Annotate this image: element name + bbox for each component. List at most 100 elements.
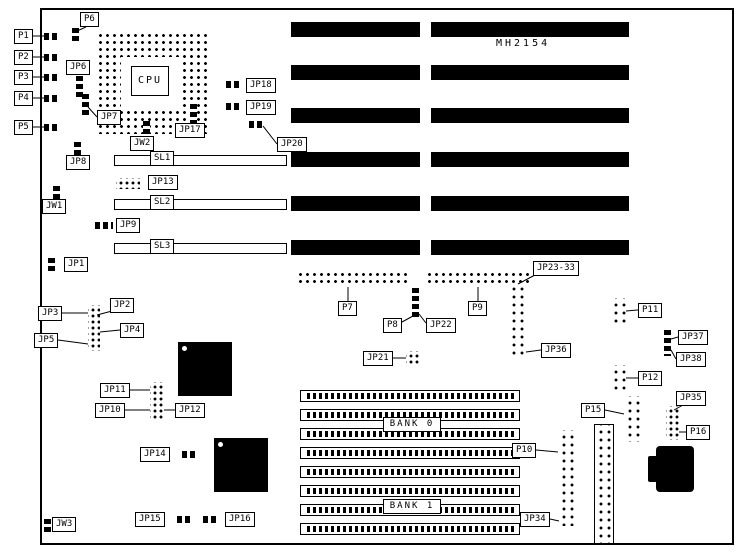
label-jp21: JP21 xyxy=(363,351,393,366)
label-jp38: JP38 xyxy=(676,352,706,367)
label-p2: P2 xyxy=(14,50,33,65)
label-jp10: JP10 xyxy=(95,403,125,418)
label-jp16: JP16 xyxy=(225,512,255,527)
label-jp35: JP35 xyxy=(676,391,706,406)
jp21-pins xyxy=(406,351,419,364)
simm-socket-1 xyxy=(300,390,520,402)
p6-pins xyxy=(72,28,79,41)
label-jp12: JP12 xyxy=(175,403,205,418)
jp15-pins xyxy=(177,516,190,523)
jp13-pins xyxy=(116,178,140,189)
isa-slot-4-right xyxy=(431,152,629,167)
label-p5: P5 xyxy=(14,120,33,135)
simm-socket-8 xyxy=(300,523,520,535)
ic-chip-2 xyxy=(214,438,268,492)
isa-slot-2-left xyxy=(291,65,420,80)
jp16-pins xyxy=(203,516,216,523)
label-jp18: JP18 xyxy=(246,78,276,93)
p3-pins xyxy=(44,74,57,81)
label-jp6: JP6 xyxy=(66,60,91,75)
label-p3: P3 xyxy=(14,70,33,85)
keyboard-connector xyxy=(656,446,694,492)
label-p15: P15 xyxy=(581,403,606,418)
label-jp37: JP37 xyxy=(678,330,708,345)
label-bank0: BANK 0 xyxy=(383,417,441,432)
label-jp34: JP34 xyxy=(520,512,550,527)
jp6-pins xyxy=(76,76,83,97)
p4-pins xyxy=(44,95,57,102)
label-jp9: JP9 xyxy=(116,218,141,233)
jp23-33-header xyxy=(508,282,526,358)
label-sl1: SL1 xyxy=(150,151,175,166)
jw1-pins xyxy=(53,186,60,199)
label-jp19: JP19 xyxy=(246,100,276,115)
isa-slot-2-right xyxy=(431,65,629,80)
sl3-slot xyxy=(114,243,287,254)
p10-header xyxy=(558,430,574,526)
isa-slot-6-left xyxy=(291,240,420,255)
label-p11: P11 xyxy=(638,303,663,318)
isa-slot-5-left xyxy=(291,196,420,211)
p8-jp22-pins xyxy=(412,288,419,318)
label-jp36: JP36 xyxy=(541,343,571,358)
jp20-pins xyxy=(249,121,265,128)
label-p9: P9 xyxy=(468,301,487,316)
label-jp2: JP2 xyxy=(110,298,135,313)
label-jp4: JP4 xyxy=(120,323,145,338)
isa-slot-6-right xyxy=(431,240,629,255)
jp19-pins xyxy=(226,103,239,110)
sl2-slot xyxy=(114,199,287,210)
isa-slot-1-left xyxy=(291,22,420,37)
jp8-pins xyxy=(74,142,81,155)
jp17-pins xyxy=(190,104,197,123)
label-jp5: JP5 xyxy=(34,333,59,348)
jp18-pins xyxy=(226,81,239,88)
label-jw1: JW1 xyxy=(42,199,67,214)
label-p4: P4 xyxy=(14,91,33,106)
label-jp17: JP17 xyxy=(175,123,205,138)
label-p10: P10 xyxy=(512,443,537,458)
label-jp7: JP7 xyxy=(97,110,122,125)
p1-pins xyxy=(44,33,57,40)
part-number: MH2154 xyxy=(496,38,551,49)
label-sl3: SL3 xyxy=(150,239,175,254)
label-p7: P7 xyxy=(338,301,357,316)
isa-slot-5-right xyxy=(431,196,629,211)
jp1-pins xyxy=(48,258,55,271)
label-jp23-33: JP23-33 xyxy=(533,261,579,276)
label-jp1: JP1 xyxy=(64,257,89,272)
simm-socket-4 xyxy=(300,447,520,459)
p15-header xyxy=(624,396,640,442)
simm-socket-6 xyxy=(300,485,520,497)
isa-slot-3-right xyxy=(431,108,629,123)
label-jp20: JP20 xyxy=(277,137,307,152)
label-jp22: JP22 xyxy=(426,318,456,333)
jp2-jp5-header xyxy=(88,305,100,351)
label-p16: P16 xyxy=(686,425,711,440)
label-p12: P12 xyxy=(638,371,663,386)
label-p8: P8 xyxy=(383,318,402,333)
jp10-jp12-header xyxy=(150,382,164,420)
jw3-pins xyxy=(44,519,51,532)
label-jp3: JP3 xyxy=(38,306,63,321)
label-jp15: JP15 xyxy=(135,512,165,527)
p5-pins xyxy=(44,124,57,131)
jp14-pins xyxy=(182,451,198,458)
label-p1: P1 xyxy=(14,29,33,44)
label-bank1: BANK 1 xyxy=(383,499,441,514)
simm-socket-5 xyxy=(300,466,520,478)
power-connector xyxy=(594,424,614,544)
label-p6: P6 xyxy=(80,12,99,27)
label-jp13: JP13 xyxy=(148,175,178,190)
p12-header xyxy=(610,365,626,391)
p2-pins xyxy=(44,54,57,61)
p7-header xyxy=(295,269,409,286)
p11-header xyxy=(610,298,626,324)
jp37-jp38-pins xyxy=(664,330,671,356)
cpu-label: CPU xyxy=(131,66,169,96)
isa-slot-3-left xyxy=(291,108,420,123)
sl1-slot xyxy=(114,155,287,166)
label-jp8: JP8 xyxy=(66,155,91,170)
keyboard-connector-notch xyxy=(648,456,658,482)
ic-chip-1 xyxy=(178,342,232,396)
